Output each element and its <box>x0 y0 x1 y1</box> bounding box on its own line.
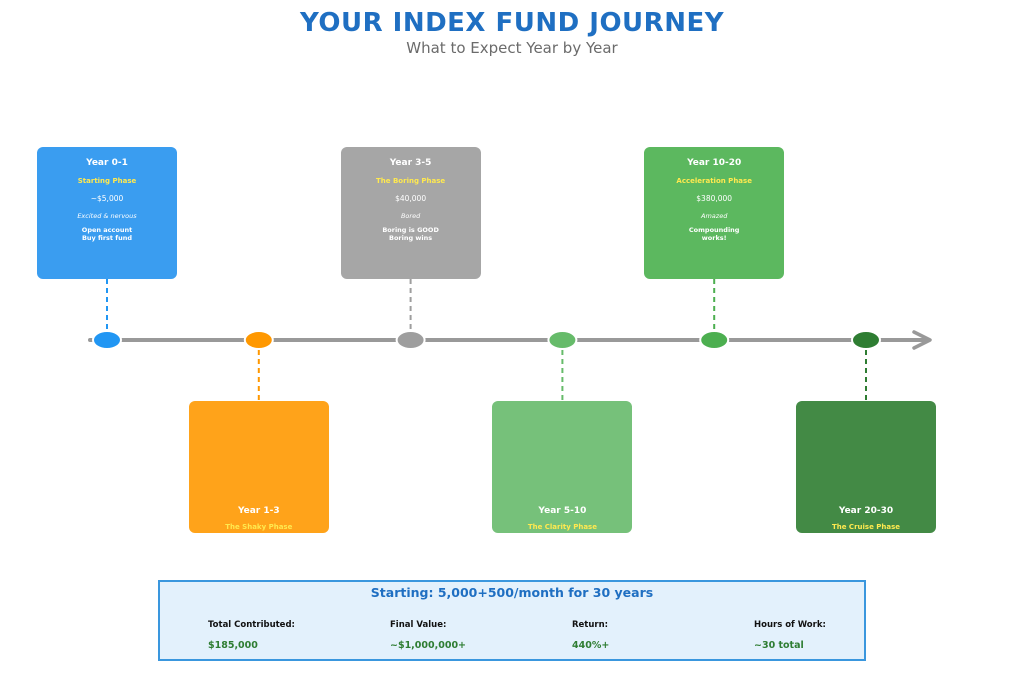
milestone-years: Year 0-1 <box>86 158 128 168</box>
milestone-node <box>243 330 274 350</box>
milestone-amount: $40,000 <box>395 194 427 203</box>
stat-value: 440%+ <box>572 640 610 651</box>
summary-heading: Starting: 5,000+500/month for 30 years <box>370 585 654 600</box>
milestone-phase: The Cruise Phase <box>831 523 901 531</box>
page-title: YOUR INDEX FUND JOURNEY <box>299 8 725 38</box>
milestone-node <box>699 330 730 350</box>
milestone-years: Year 1-3 <box>237 506 280 516</box>
stat-final-value: Final Value: ~$1,000,000+ <box>390 620 540 651</box>
stat-label: Return: <box>572 620 609 630</box>
milestone-feeling: Bored <box>400 212 421 220</box>
timeline-arrow-icon <box>912 330 932 350</box>
milestone-amount: ~$5,000 <box>90 194 124 203</box>
milestone-action: Open account Buy first fund <box>81 226 133 242</box>
milestone-node <box>547 330 578 350</box>
milestone-action: Compounding works! <box>688 226 740 242</box>
milestone-amount: $380,000 <box>696 194 733 203</box>
milestone-phase: The Shaky Phase <box>225 523 293 531</box>
stat-value: ~30 total <box>754 640 804 651</box>
stat-return: Return: 440%+ <box>572 620 722 651</box>
stat-value: $185,000 <box>208 640 258 651</box>
milestone-node <box>851 330 881 350</box>
milestone-years: Year 10-20 <box>687 158 742 168</box>
milestone-phase: Acceleration Phase <box>676 177 752 185</box>
page-subtitle: What to Expect Year by Year <box>406 39 618 57</box>
milestone-feeling: Amazed <box>701 212 728 220</box>
milestone-node <box>395 330 426 350</box>
milestone-node <box>92 330 122 350</box>
milestone-years: Year 5-10 <box>538 506 587 516</box>
stat-label: Total Contributed: <box>208 620 295 630</box>
stat-label: Hours of Work: <box>754 620 826 630</box>
summary-panel: Starting: 5,000+500/month for 30 years T… <box>158 580 866 661</box>
milestone-action: Boring is GOOD Boring wins <box>382 226 439 242</box>
milestone-phase: The Boring Phase <box>376 177 446 185</box>
milestone-phase: Starting Phase <box>77 177 137 185</box>
milestone-years: Year 20-30 <box>838 506 894 516</box>
milestone-feeling: Excited & nervous <box>77 212 137 220</box>
milestone-phase: The Clarity Phase <box>527 523 597 531</box>
milestone-years: Year 3-5 <box>389 158 432 168</box>
stat-value: ~$1,000,000+ <box>390 640 467 651</box>
stat-total-contributed: Total Contributed: $185,000 <box>208 620 358 651</box>
stat-label: Final Value: <box>390 620 447 630</box>
stat-hours-of-work: Hours of Work: ~30 total <box>754 620 904 651</box>
